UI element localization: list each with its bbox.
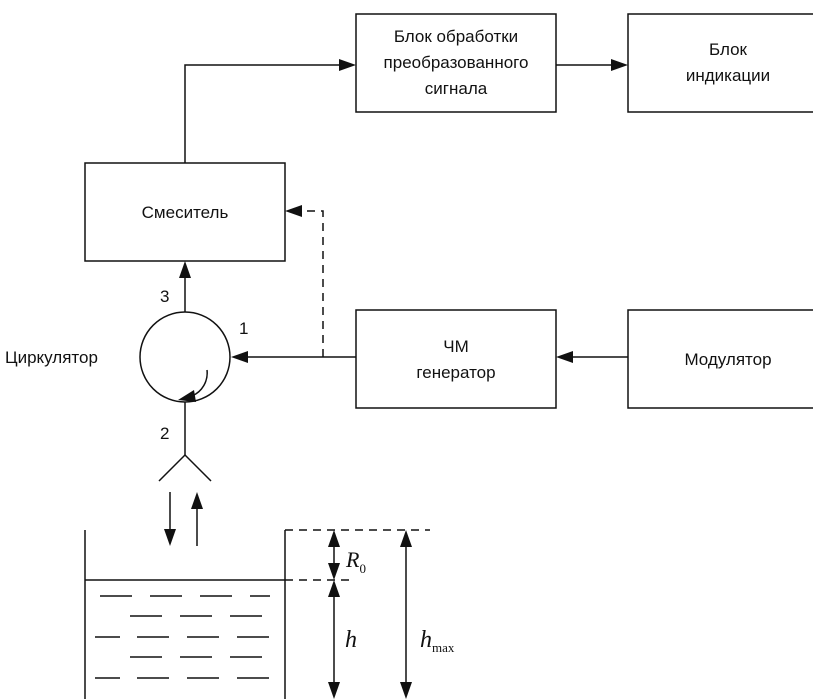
modulator-to-generator-arrow [556, 351, 628, 363]
mixer-label: Смеситель [142, 203, 229, 222]
mixer-block: Смеситель [84, 162, 286, 262]
r0-dimension [328, 530, 340, 580]
fm-generator-block: ЧМ генератор [355, 309, 557, 409]
reference-dashed-arrow [285, 205, 324, 357]
hmax-label: hmax [420, 627, 455, 655]
liquid-hatching [95, 595, 270, 679]
r0-label: R0 [345, 547, 366, 576]
indication-block: Блок индикации [627, 13, 813, 113]
indication-block-line-2: индикации [686, 66, 770, 85]
circulator-port-2: 2 [160, 424, 169, 443]
generator-to-circulator-arrow [231, 351, 356, 363]
circulator-port-3: 3 [160, 287, 169, 306]
receive-arrow [191, 492, 203, 546]
processing-block-line-1: Блок обработки [394, 27, 518, 46]
fm-generator-line-1: ЧМ [443, 337, 469, 356]
fm-generator-line-2: генератор [416, 363, 495, 382]
processing-block: Блок обработки преобразованного сигнала [355, 13, 557, 113]
transmit-arrow [164, 492, 176, 546]
processing-to-indication-arrow [556, 59, 628, 71]
processing-block-line-2: преобразованного [384, 53, 529, 72]
indication-block-line-1: Блок [709, 40, 748, 59]
circulator [139, 311, 231, 403]
circulator-port-1: 1 [239, 319, 248, 338]
hmax-dimension [400, 530, 412, 699]
h-dimension [328, 580, 340, 699]
circulator-to-mixer-arrow [179, 261, 191, 312]
modulator-block: Модулятор [627, 309, 813, 409]
circulator-direction-arrowhead [178, 390, 196, 402]
mixer-to-processing-arrow [184, 59, 356, 163]
circulator-label: Циркулятор [5, 348, 98, 367]
antenna [158, 402, 212, 482]
modulator-label: Модулятор [684, 350, 771, 369]
processing-block-line-3: сигнала [425, 79, 488, 98]
tank [84, 530, 286, 699]
h-label: h [345, 627, 357, 653]
